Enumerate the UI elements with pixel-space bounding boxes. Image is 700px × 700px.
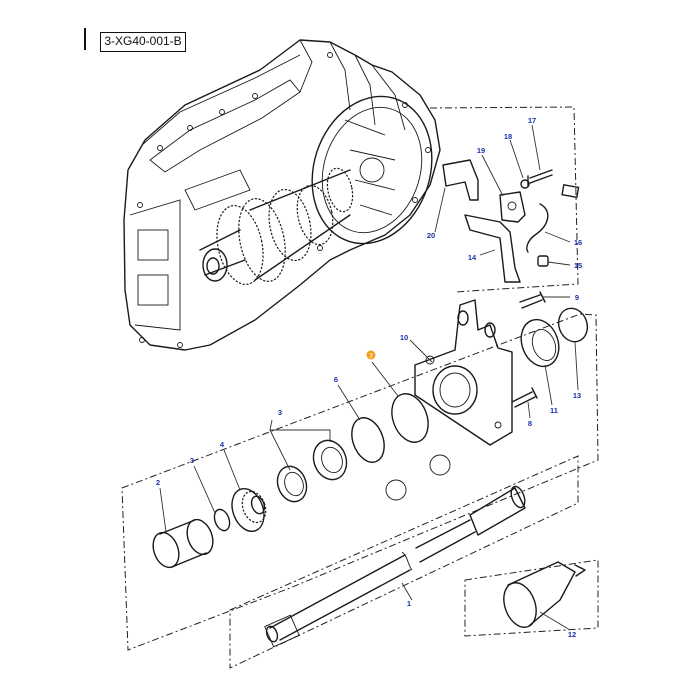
clip-20 [442, 159, 479, 201]
lubricate-symbol-6 [385, 479, 407, 501]
bolt-8 [511, 387, 538, 408]
callout-13: 13 [573, 391, 581, 400]
callout-4: 4 [220, 440, 225, 449]
margin-bar [84, 28, 86, 50]
callout-16: 16 [574, 238, 582, 247]
callout-14: 14 [468, 253, 477, 262]
callout-3a: 3 [190, 456, 194, 465]
callout-9: 9 [575, 293, 579, 302]
callout-8: 8 [528, 419, 532, 428]
callout-19: 19 [477, 146, 485, 155]
assembly-frame-shaft [121, 313, 599, 651]
o-ring-7 [391, 393, 429, 443]
bolt-9 [519, 291, 546, 309]
bracket-assembly [442, 159, 580, 283]
housing-bolts [137, 52, 431, 348]
lubricate-symbol-7 [429, 454, 451, 476]
callout-7-highlight-badge [366, 350, 376, 360]
circlip-3 [213, 508, 231, 532]
ring-6 [351, 417, 385, 463]
callout-11: 11 [550, 406, 558, 415]
callout-17: 17 [528, 116, 536, 125]
nut-15 [537, 255, 549, 267]
callout-3b: 3 [278, 408, 282, 417]
bracket-14 [464, 214, 521, 283]
callout-1: 1 [407, 599, 411, 608]
bearing-3-pair [276, 439, 348, 503]
leader-lines [159, 124, 579, 631]
o-ring-13 [557, 307, 589, 343]
seal-11 [520, 318, 560, 368]
bolt-17 [527, 169, 553, 187]
bushing-2 [152, 518, 214, 569]
callout-10: 10 [400, 333, 408, 342]
pto-shaft-1 [264, 485, 526, 648]
transmission-housing [123, 39, 441, 351]
callout-7: 7 [369, 353, 373, 360]
callout-15: 15 [574, 261, 582, 270]
gear-cluster [199, 167, 354, 285]
cover-12 [503, 561, 586, 628]
callout-18: 18 [504, 132, 512, 141]
callout-12: 12 [568, 630, 576, 639]
sensor-cable-16 [526, 203, 549, 253]
nut-18 [520, 179, 530, 189]
callout-labels: 1 2 3 3 4 6 7 8 9 10 11 12 13 14 15 16 1… [156, 116, 582, 639]
housing-bracket-10 [414, 299, 513, 446]
bracket-19 [499, 191, 526, 223]
callout-20: 20 [427, 231, 435, 240]
bearing-4 [231, 487, 267, 533]
callout-6: 6 [334, 375, 338, 384]
callout-2: 2 [156, 478, 160, 487]
assembly-frame-output-shaft [229, 455, 579, 669]
diagram-reference-code: 3-XG40-001-B [100, 32, 186, 52]
